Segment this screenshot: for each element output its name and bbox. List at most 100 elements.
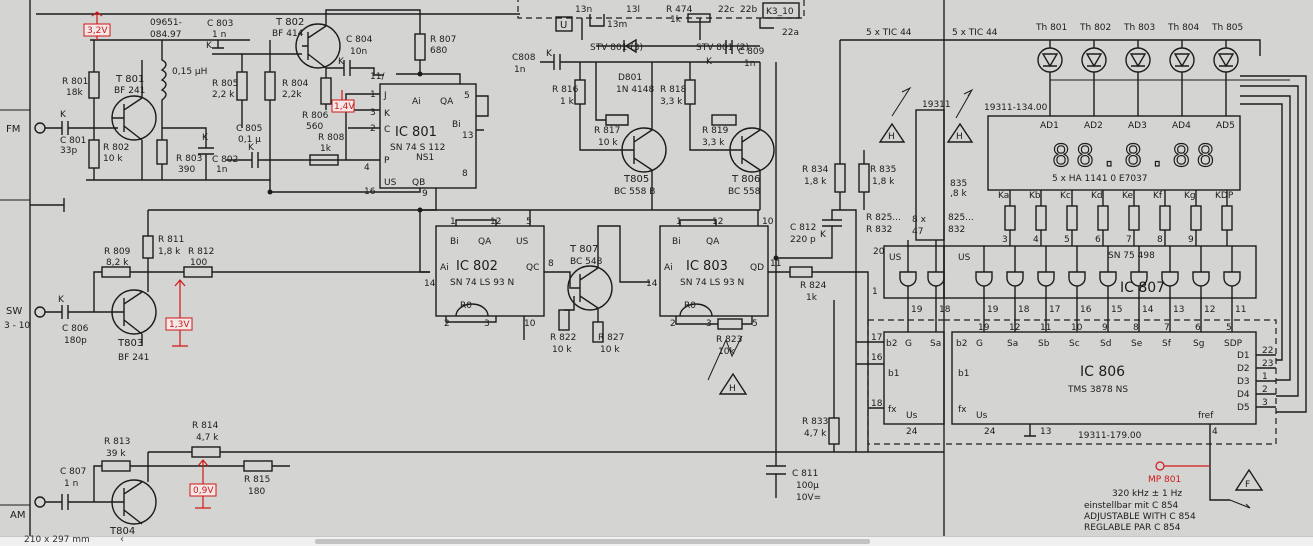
svg-text:1: 1 (1262, 372, 1268, 382)
svg-text:20: 20 (873, 247, 885, 257)
svg-text:560: 560 (306, 122, 323, 132)
svg-text:16: 16 (1080, 305, 1092, 315)
svg-text:4: 4 (1212, 427, 1218, 437)
svg-text:STV 801 (2): STV 801 (2) (696, 43, 749, 53)
horizontal-scrollbar[interactable]: ‹ (120, 534, 1313, 546)
connector-u-box (555, 16, 573, 32)
svg-text:fref: fref (1198, 411, 1214, 421)
svg-text:R0: R0 (460, 301, 472, 311)
ic806-digit-pin: D3 (1237, 377, 1250, 387)
svg-text:K: K (202, 133, 209, 143)
svg-text:19: 19 (911, 305, 923, 315)
svg-text:R 807: R 807 (430, 35, 456, 45)
svg-text:5: 5 (752, 319, 758, 329)
segment-label: Kg (1184, 191, 1196, 201)
scrollbar-thumb[interactable] (315, 539, 870, 544)
svg-text:J: J (383, 91, 387, 101)
svg-text:SN 74 S 112: SN 74 S 112 (390, 143, 445, 153)
svg-text:K: K (248, 143, 255, 153)
svg-text:5 x TIC 44: 5 x TIC 44 (866, 28, 912, 38)
svg-text:1: 1 (450, 217, 456, 227)
svg-text:R 809: R 809 (104, 247, 131, 257)
svg-text:R 814: R 814 (192, 421, 219, 431)
svg-text:G: G (905, 339, 912, 349)
svg-text:390: 390 (178, 165, 195, 175)
svg-text:b2: b2 (886, 339, 897, 349)
svg-text:C 802: C 802 (212, 155, 238, 165)
svg-text:5 x HA 1141 0 E7037: 5 x HA 1141 0 E7037 (1052, 174, 1148, 184)
thyristor-symbol (1037, 47, 1063, 73)
svg-text:QA: QA (440, 97, 454, 107)
svg-text:R 824: R 824 (800, 281, 827, 291)
svg-text:BC 548: BC 548 (570, 257, 603, 267)
ic801-name: IC 801 (395, 125, 437, 140)
svg-text:2: 2 (444, 319, 450, 329)
svg-text:3: 3 (370, 108, 376, 118)
transistor-t806 (729, 127, 775, 173)
svg-text:8,2 k: 8,2 k (106, 258, 129, 268)
svg-text:T803: T803 (117, 338, 143, 349)
thyristor-symbol (1125, 47, 1151, 73)
ic806-pin-label: Sf (1162, 339, 1172, 349)
svg-text:4,7 k: 4,7 k (804, 429, 827, 439)
am-input-label: AM (10, 510, 25, 521)
ic806-pin-label: Se (1131, 339, 1143, 349)
ic807-name: IC 807 (1120, 280, 1165, 296)
svg-text:K: K (58, 295, 65, 305)
svg-text:US: US (384, 178, 397, 188)
svg-text:832: 832 (948, 225, 965, 235)
svg-text:2: 2 (670, 319, 676, 329)
voltage-1v4: 1,4V (334, 102, 355, 112)
sw-input-label: SW (6, 306, 22, 317)
connector-frame (517, 0, 805, 19)
svg-text:24: 24 (906, 427, 918, 437)
svg-text:F: F (1245, 480, 1250, 490)
svg-text:4: 4 (364, 163, 370, 173)
svg-text:T805: T805 (623, 174, 649, 185)
svg-text:10k: 10k (718, 347, 735, 357)
svg-text:9: 9 (1188, 235, 1194, 245)
svg-text:19: 19 (978, 323, 990, 333)
svg-text:14: 14 (1142, 305, 1154, 315)
svg-text:17: 17 (871, 333, 882, 343)
svg-text:R 817: R 817 (594, 126, 620, 136)
svg-text:H: H (956, 132, 963, 142)
svg-text:C 807: C 807 (60, 467, 86, 477)
svg-text:22b: 22b (740, 5, 757, 15)
svg-text:1n: 1n (744, 59, 755, 69)
svg-text:6: 6 (1195, 323, 1201, 333)
svg-text:22a: 22a (782, 28, 799, 38)
svg-text:H: H (729, 384, 736, 394)
svg-text:fx: fx (958, 405, 967, 415)
voltage-1v3: 1,3V (169, 320, 190, 330)
svg-text:1N 4148: 1N 4148 (616, 85, 654, 95)
svg-text:Bi: Bi (450, 237, 459, 247)
svg-text:QC: QC (526, 263, 539, 273)
svg-text:US: US (958, 253, 971, 263)
svg-text:BC 558: BC 558 (728, 187, 761, 197)
transistor-t807 (567, 265, 613, 311)
svg-text:8: 8 (548, 259, 554, 269)
svg-text:8: 8 (462, 169, 468, 179)
svg-text:einstellbar mit C 854: einstellbar mit C 854 (1084, 501, 1179, 511)
k3-label: K3_10 (766, 7, 794, 17)
svg-text:R 801: R 801 (62, 77, 88, 87)
svg-text:R 818: R 818 (660, 85, 687, 95)
svg-text:11: 11 (1040, 323, 1051, 333)
svg-text:16: 16 (871, 353, 883, 363)
svg-text:R 812: R 812 (188, 247, 214, 257)
svg-text:H: H (888, 132, 895, 142)
svg-text:19311-134.00: 19311-134.00 (984, 103, 1048, 113)
sw-input-jack (34, 306, 46, 318)
svg-text:12: 12 (1204, 305, 1215, 315)
scroll-left-icon[interactable]: ‹ (120, 534, 124, 545)
svg-text:b1: b1 (958, 369, 969, 379)
digit-label: AD5 (1216, 121, 1235, 131)
svg-text:5 x TIC 44: 5 x TIC 44 (952, 28, 998, 38)
svg-text:R0: R0 (684, 301, 696, 311)
svg-text:1 k: 1 k (560, 97, 575, 107)
display-readout: 88.8.88 (1052, 139, 1220, 174)
